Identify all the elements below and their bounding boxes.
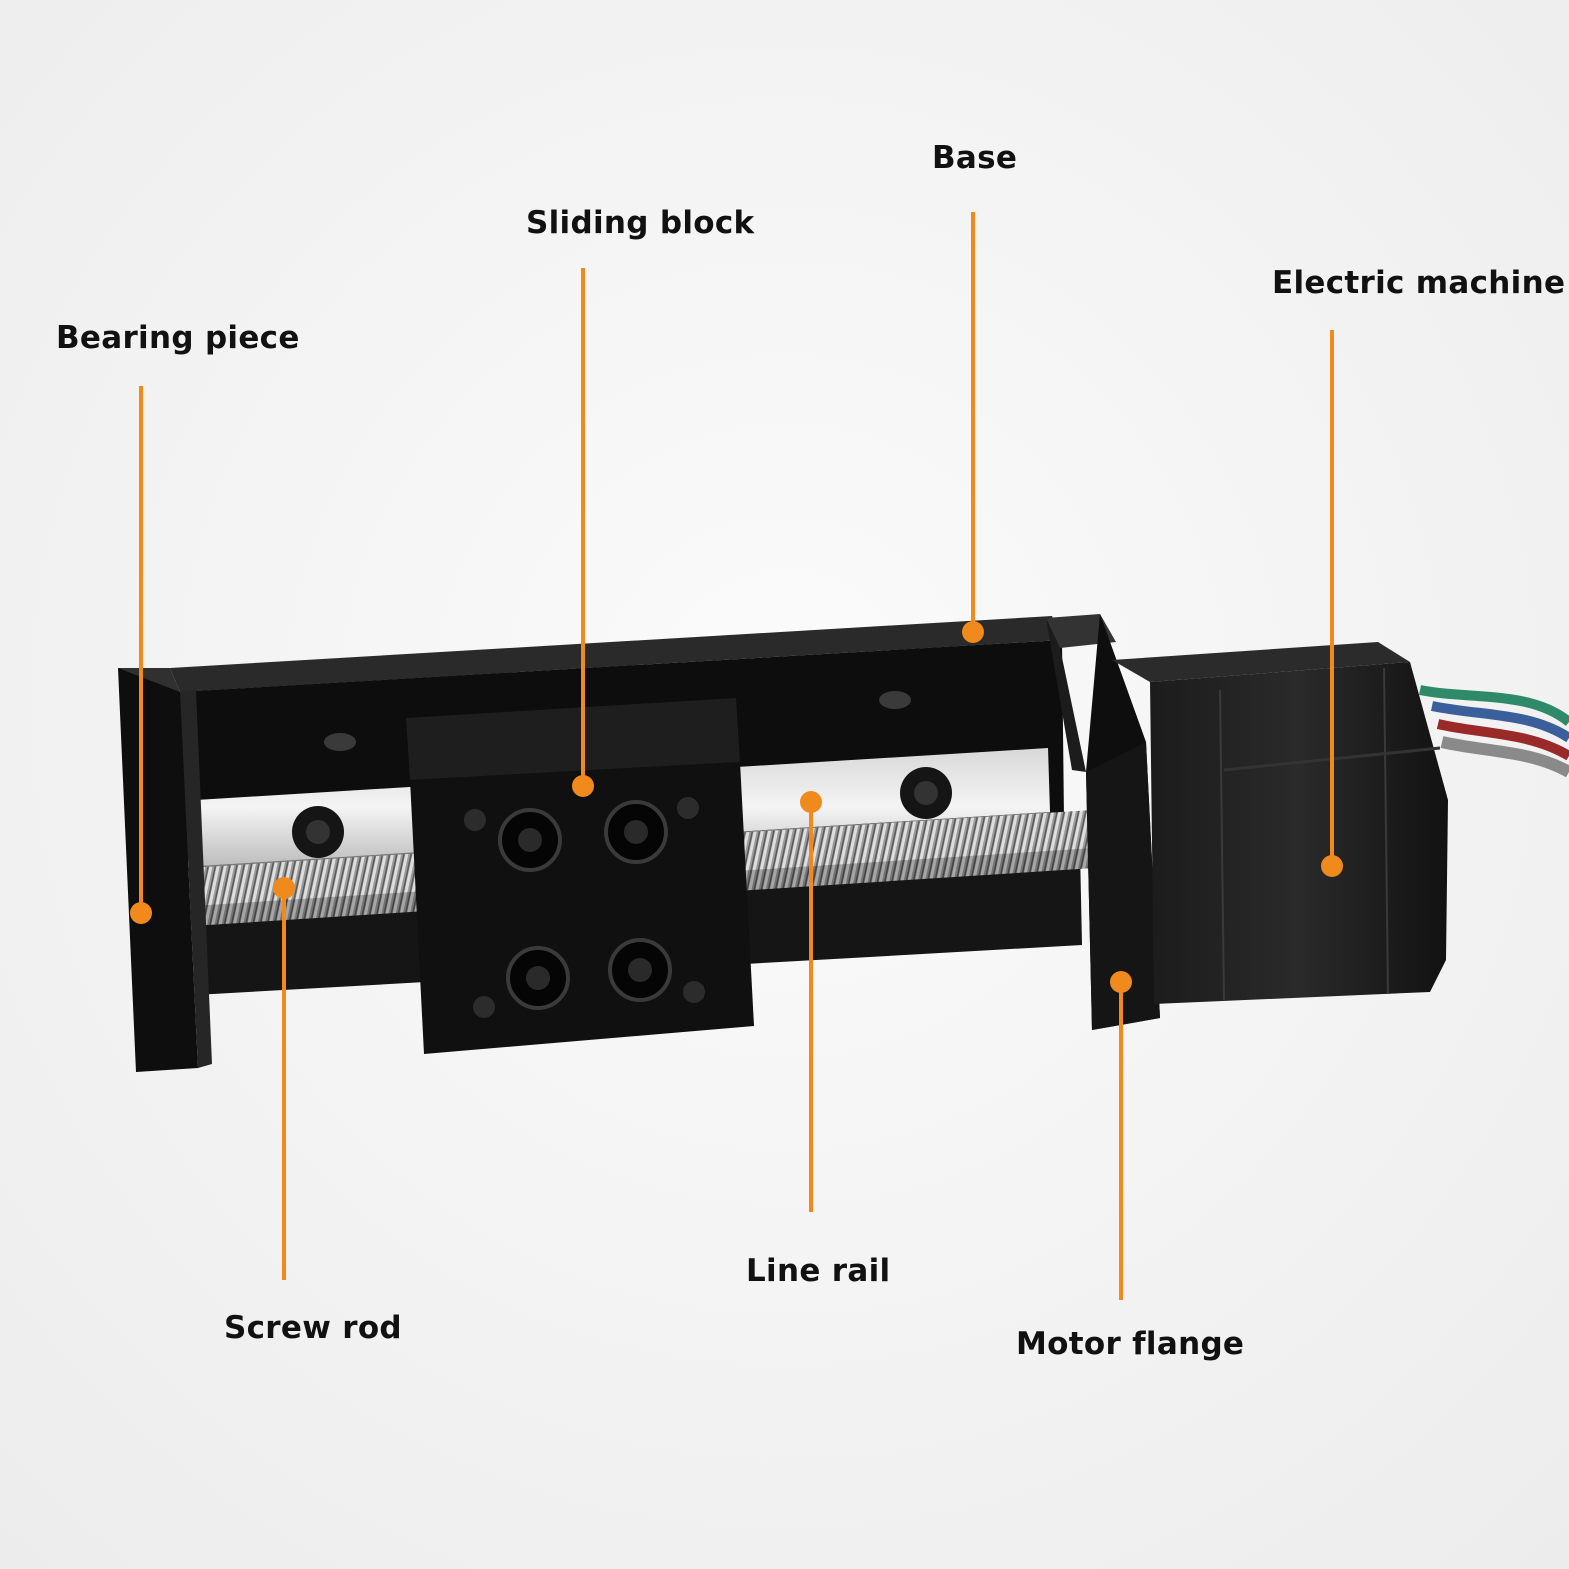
leader-dot-sliding-block bbox=[572, 775, 594, 797]
block-hole-2 bbox=[677, 797, 699, 819]
leader-lines bbox=[130, 212, 1343, 1300]
motor-cable-green bbox=[1419, 685, 1569, 726]
motor-flange-side bbox=[1046, 618, 1086, 772]
leader-dot-electric-machine bbox=[1321, 855, 1343, 877]
block-hole-1 bbox=[464, 809, 486, 831]
block-hole-4 bbox=[683, 981, 705, 1003]
label-base: Base bbox=[932, 140, 1018, 176]
leader-dot-screw-rod bbox=[273, 877, 295, 899]
block-screw-2-hex bbox=[624, 820, 648, 844]
sliding-block-top bbox=[406, 698, 740, 780]
motor-cable-red bbox=[1436, 719, 1569, 761]
back-screw-1 bbox=[324, 733, 356, 751]
block-screw-1-hex bbox=[518, 828, 542, 852]
back-screw-2 bbox=[879, 691, 911, 709]
block-hole-3 bbox=[473, 996, 495, 1018]
motor-body bbox=[1150, 662, 1448, 1004]
base-top-face bbox=[170, 616, 1062, 692]
leader-dot-line-rail bbox=[800, 791, 822, 813]
leader-dot-motor-flange bbox=[1110, 971, 1132, 993]
leader-dot-bearing-piece bbox=[130, 902, 152, 924]
motor-groove-1 bbox=[1219, 689, 1225, 1001]
label-electric-machine: Electric machine bbox=[1272, 265, 1566, 301]
bearing-piece-front bbox=[118, 668, 198, 1072]
motor-flange bbox=[1046, 614, 1160, 1030]
label-line-rail: Line rail bbox=[746, 1253, 891, 1289]
block-screw-4-hex bbox=[628, 958, 652, 982]
motor-flange-face bbox=[1086, 742, 1160, 1030]
rail-screw-1-hex bbox=[306, 820, 330, 844]
motor-top bbox=[1112, 642, 1410, 682]
label-sliding-block: Sliding block bbox=[526, 205, 755, 241]
block-screw-3-hex bbox=[526, 966, 550, 990]
motor-cable-blue bbox=[1430, 701, 1569, 743]
bearing-piece-side bbox=[180, 690, 212, 1068]
sliding-block-front bbox=[410, 762, 754, 1054]
motor-cable-gray bbox=[1440, 736, 1569, 778]
rail-screw-2-hex bbox=[914, 781, 938, 805]
label-motor-flange: Motor flange bbox=[1016, 1326, 1245, 1362]
label-bearing-piece: Bearing piece bbox=[56, 320, 300, 356]
sliding-block bbox=[406, 698, 754, 1054]
leader-dot-base bbox=[962, 621, 984, 643]
linear-actuator bbox=[118, 614, 1569, 1072]
label-screw-rod: Screw rod bbox=[224, 1310, 402, 1346]
bearing-piece bbox=[118, 668, 212, 1072]
electric-machine bbox=[1112, 642, 1569, 1004]
motor-groove-2 bbox=[1383, 667, 1389, 995]
